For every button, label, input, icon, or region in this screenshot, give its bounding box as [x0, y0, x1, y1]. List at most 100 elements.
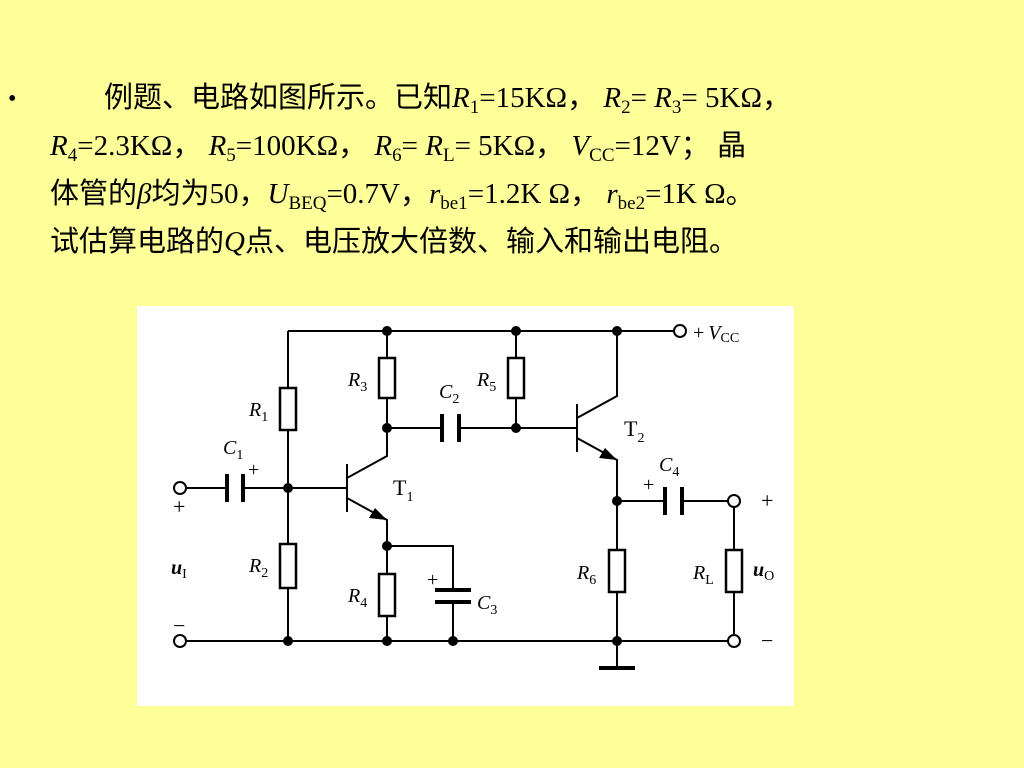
r2-subscript: 2 — [621, 97, 631, 118]
t1-label: T1 — [393, 475, 413, 505]
r3-subscript: 3 — [671, 97, 682, 118]
r6-equals: = — [401, 130, 426, 162]
resistor-r3 — [377, 356, 397, 400]
t2-emitter-arrow — [599, 448, 617, 460]
c2-label: C2 — [439, 381, 459, 407]
rbe1-symbol: r — [429, 178, 441, 210]
r2-equals: = — [630, 82, 655, 114]
junction-dot — [382, 423, 392, 433]
circuit-diagram: +VCC R1 R2 R3 R4 R5 R6 RL C1 + C2 C3 + C… — [137, 306, 794, 706]
output-terminal-plus — [727, 494, 741, 508]
output-voltage-label: uO — [753, 559, 774, 584]
c4-label: C4 — [659, 454, 679, 480]
resistor-r6 — [607, 548, 627, 594]
r5-subscript: 5 — [226, 145, 236, 166]
c3-wire — [387, 545, 454, 641]
r4-value: =2.3KΩ， — [77, 130, 202, 162]
vcc-value: =12V； — [614, 130, 710, 162]
c1-label: C1 — [223, 437, 243, 463]
resistor-r2 — [278, 542, 298, 590]
capacitor-c2 — [440, 414, 461, 442]
vcc-subscript: CC — [589, 145, 615, 166]
rl-label: RL — [692, 562, 714, 588]
r6-subscript: 6 — [392, 145, 402, 166]
junction-dot — [382, 636, 392, 646]
problem-jing: 晶 — [717, 130, 747, 162]
capacitor-c1 — [225, 474, 245, 502]
junction-dot — [612, 636, 622, 646]
input-voltage-label: uI — [171, 557, 187, 582]
problem-line-3: 体管的β均为50，UBEQ=0.7V，rbe1=1.2K Ω， rbe2=1K … — [50, 170, 1022, 218]
c4-polarity: + — [643, 474, 654, 496]
resistor-r5 — [506, 356, 526, 400]
r1-subscript: 1 — [469, 97, 480, 118]
r5-value: =100KΩ， — [235, 130, 368, 162]
r1-value: =15KΩ， — [479, 82, 597, 114]
t2-emitter-lead — [576, 437, 618, 501]
junction-dot — [283, 636, 293, 646]
resistor-rl — [724, 548, 744, 594]
beta-value: 均为50， — [151, 178, 268, 210]
rl-symbol: R — [425, 130, 443, 162]
transistor-text: 体管的 — [50, 178, 138, 210]
junction-dots — [283, 326, 622, 646]
junction-dot — [382, 541, 392, 551]
problem-line-2: R4=2.3KΩ， R5=100KΩ， R6= RL= 5KΩ， VCC=12V… — [50, 122, 1022, 170]
c3-polarity: + — [427, 569, 438, 591]
capacitor-c4 — [663, 487, 684, 515]
junction-dot — [382, 326, 392, 336]
junction-dot — [612, 326, 622, 336]
rl-value: = 5KΩ， — [454, 130, 565, 162]
rbe2-value: =1K Ω。 — [645, 178, 755, 210]
junction-dot — [283, 483, 293, 493]
resistor-r4 — [377, 572, 397, 618]
ubeq-subscript: BEQ — [288, 193, 327, 214]
problem-intro: 例题、电路如图所示。已知 — [104, 82, 453, 114]
rbe2-symbol: r — [606, 178, 618, 210]
junction-dot — [612, 496, 622, 506]
r6-label: R6 — [576, 562, 596, 588]
q-symbol: Q — [224, 226, 245, 258]
bullet-marker: • — [8, 86, 17, 112]
task-prefix: 试估算电路的 — [50, 226, 225, 258]
resistor-r1 — [278, 386, 298, 432]
problem-line-1: 例题、电路如图所示。已知R1=15KΩ， R2= R3= 5KΩ， — [50, 74, 1022, 122]
t1-emitter-arrow — [369, 508, 387, 520]
r2-symbol: R — [603, 82, 622, 114]
rbe1-value: =1.2K Ω， — [467, 178, 600, 210]
circuit-svg: +VCC R1 R2 R3 R4 R5 R6 RL C1 + C2 C3 + C… — [171, 322, 774, 670]
r4-label: R4 — [347, 585, 367, 611]
r6-symbol: R — [374, 130, 393, 162]
junction-dot — [448, 636, 458, 646]
vcc-terminal — [673, 324, 687, 338]
t2-collector-lead — [576, 331, 618, 419]
r3-label: R3 — [347, 369, 367, 395]
t2-label: T2 — [624, 416, 644, 446]
t1-collector-lead — [346, 428, 388, 479]
junction-dot — [511, 326, 521, 336]
input-minus-sign: − — [173, 613, 185, 638]
r5-label: R5 — [476, 369, 496, 395]
task-suffix: 点、电压放大倍数、输入和输出电阻。 — [244, 226, 738, 258]
ubeq-value: =0.7V， — [326, 178, 429, 210]
capacitor-c3 — [435, 588, 471, 604]
input-terminal-minus — [173, 634, 187, 648]
r4-subscript: 4 — [67, 145, 78, 166]
rbe1-subscript: be1 — [440, 193, 468, 214]
ubeq-symbol: U — [267, 178, 289, 210]
problem-statement: 例题、电路如图所示。已知R1=15KΩ， R2= R3= 5KΩ， R4=2.3… — [50, 74, 1022, 266]
r4-symbol: R — [50, 130, 68, 162]
vcc-label: +VCC — [693, 322, 739, 346]
r3-value: = 5KΩ， — [681, 82, 791, 114]
problem-line-4: 试估算电路的Q点、电压放大倍数、输入和输出电阻。 — [50, 218, 1022, 266]
beta-symbol: β — [137, 178, 152, 210]
input-terminal-plus — [173, 481, 187, 495]
rl-subscript: L — [442, 145, 455, 166]
wires — [186, 330, 735, 670]
r1-symbol: R — [452, 82, 470, 114]
r5-symbol: R — [208, 130, 227, 162]
input-plus-sign: + — [173, 494, 185, 519]
r1-label: R1 — [248, 399, 268, 425]
junction-dot — [511, 423, 521, 433]
